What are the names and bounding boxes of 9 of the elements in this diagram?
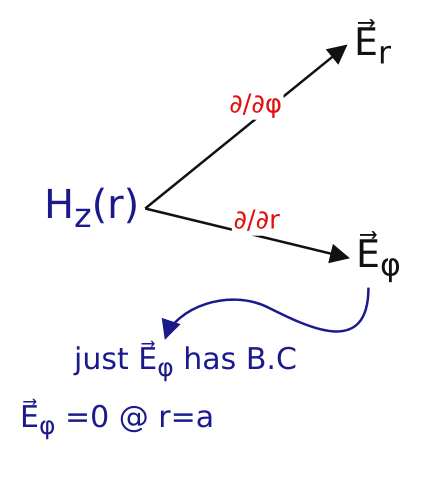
- formula-text: E⃗$_{φ}$: [352, 230, 405, 286]
- arrow: [144, 207, 350, 264]
- formula-text: H$_{z}$(r): [40, 180, 144, 237]
- formula-text: just E⃗$_{φ}$ has B.C: [70, 340, 301, 384]
- note-text: E⃗$_{φ}$ =0 @ r=a: [20, 400, 214, 440]
- arrow: [164, 288, 370, 340]
- edge-label: ∂/∂r: [231, 206, 282, 236]
- edge-label: ∂/∂φ: [227, 90, 284, 120]
- formula-text: E⃗$_{r}$: [350, 18, 396, 74]
